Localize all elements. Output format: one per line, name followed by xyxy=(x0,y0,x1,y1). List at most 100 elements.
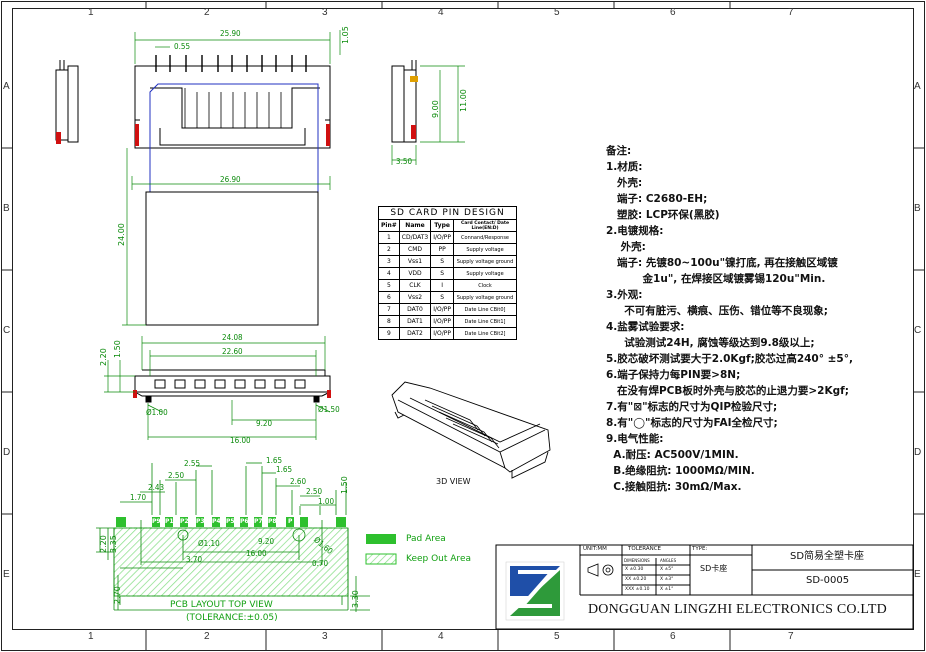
dim-pcb-a: 2.55 xyxy=(184,459,201,468)
title-block xyxy=(495,544,914,630)
pad-label-p2: P2 xyxy=(180,518,189,525)
dim-front-m2: 16.00 xyxy=(230,436,251,445)
dim-pcb-r: 3.30 xyxy=(351,590,360,608)
note-line: 备注: xyxy=(606,145,632,157)
top-view-dims xyxy=(122,30,341,326)
pin-table-cell: CLK xyxy=(398,279,432,292)
type-label: TYPE: xyxy=(692,546,708,552)
grid-col-1-bottom: 1 xyxy=(88,631,94,642)
grid-row-a: A xyxy=(3,81,10,92)
dim-pcb-g: 1.70 xyxy=(130,493,147,502)
three-d-view-label: 3D VIEW xyxy=(436,477,471,486)
dim-side-w: 3.50 xyxy=(396,157,413,166)
tol-header-angles: ANGLES xyxy=(660,558,677,563)
dim-pcb-c: 2.50 xyxy=(168,471,185,480)
dim-side-h2: 9.00 xyxy=(431,100,440,118)
grid-row-e-right: E xyxy=(914,569,921,580)
notes-block: 备注:1.材质: 外壳: 端子: C2680-EH; 塑胶: LCP环保(黑胶)… xyxy=(606,143,853,495)
ang-row-3: X ±1° xyxy=(660,587,674,592)
grid-col-3-bottom: 3 xyxy=(322,631,328,642)
pcb-tolerance-label: (TOLERANCE:±0.05) xyxy=(186,613,278,623)
note-line: 7.有"⊠"标志的尺寸为QIP检验尺寸; xyxy=(606,401,778,413)
dim-pcb-o: 2.20 xyxy=(99,535,108,553)
pcb-layout xyxy=(96,462,370,612)
pin-table-cell: Date Line CBit1] xyxy=(453,315,518,328)
grid-row-d: D xyxy=(3,447,11,458)
pin-table-cell: I xyxy=(430,279,455,292)
note-line: 外壳: xyxy=(606,241,646,253)
front-view xyxy=(133,369,331,403)
dim-pcb-l: 16.00 xyxy=(246,549,267,558)
left-side-view xyxy=(55,60,79,144)
tol-header-dimensions: DIMENSIONS xyxy=(624,558,650,563)
note-line: 4.盐雾试验要求: xyxy=(606,321,685,333)
tol-row-3: XXX ±0.10 xyxy=(625,587,650,592)
front-view-dims xyxy=(104,336,331,440)
grid-col-7: 7 xyxy=(788,7,794,18)
note-line: 不可有脏污、横痕、压伤、错位等不良现象; xyxy=(606,305,828,317)
dim-pcb-q: 2.70 xyxy=(113,586,122,604)
grid-col-3: 3 xyxy=(322,7,328,18)
pin-table-cell: 7 xyxy=(378,303,400,316)
grid-col-4: 4 xyxy=(438,7,444,18)
pin-table-cell: 3 xyxy=(378,255,400,268)
note-line: 塑胶: LCP环保(黑胶) xyxy=(606,209,720,221)
pin-table-cell: CD/DAT3 xyxy=(398,231,432,244)
pin-table-cell: PP xyxy=(430,243,455,256)
pin-table-header-cell: Card Contact/ Date Line(EN:D) xyxy=(453,219,518,232)
pin-table-header-cell: Pin# xyxy=(378,219,400,232)
pin-table-cell: S xyxy=(430,267,455,280)
dim-hole-d2: Ø1.50 xyxy=(318,405,340,414)
pin-table-title: SD CARD PIN DESIGN xyxy=(378,206,518,219)
ang-row-2: X ±3° xyxy=(660,577,674,582)
dim-pcb-i: 1.00 xyxy=(318,497,335,506)
pin-table-cell: I/O/PP xyxy=(430,327,455,340)
grid-row-a-right: A xyxy=(914,81,921,92)
pin-table-cell: Date Line CBit2] xyxy=(453,327,518,340)
dim-front-w2: 22.60 xyxy=(222,347,243,356)
pad-label-p8: P8 xyxy=(268,518,277,525)
top-view xyxy=(134,55,331,326)
dim-pcb-h: 2.50 xyxy=(306,487,323,496)
grid-col-6-bottom: 6 xyxy=(670,631,676,642)
grid-row-b-right: B xyxy=(914,203,921,214)
pin-table-cell: 9 xyxy=(378,327,400,340)
pin-table-cell: I/O/PP xyxy=(430,315,455,328)
legend-keep-swatch xyxy=(365,553,397,565)
pad-label-p3: P3 xyxy=(196,518,205,525)
dim-pcb-j: 1.50 xyxy=(340,476,349,494)
grid-row-c: C xyxy=(3,325,11,336)
dim-front-h2: 1.50 xyxy=(113,340,122,358)
inner-frame xyxy=(12,8,914,630)
three-d-view xyxy=(391,381,551,479)
legend-pad-swatch xyxy=(366,534,396,544)
product-name: SD简易全塑卡座 xyxy=(790,551,865,562)
pin-table-cell: Supply voltage ground xyxy=(453,255,518,268)
note-line: 外壳: xyxy=(606,177,643,189)
pad-label-p4: P4 xyxy=(212,518,221,525)
tol-row-2: XX ±0.20 xyxy=(625,577,647,582)
right-side-view xyxy=(391,60,418,143)
unit-label: UNIT:MM xyxy=(583,546,607,552)
pad-label-p9: P9 xyxy=(152,518,161,525)
pin-table-cell: DAT0 xyxy=(398,303,432,316)
grid-col-5-bottom: 5 xyxy=(554,631,560,642)
pad-label-p: P xyxy=(288,518,293,525)
dim-front-m1: 9.20 xyxy=(256,419,273,428)
grid-row-e: E xyxy=(3,569,10,580)
pin-table-cell: Supply voltage xyxy=(453,267,518,280)
side-view-dims xyxy=(391,65,465,165)
legend-pad-label: Pad Area xyxy=(406,534,446,544)
grid-col-1: 1 xyxy=(88,7,94,18)
ang-row-1: X ±5° xyxy=(660,567,674,572)
pcb-view-label: PCB LAYOUT TOP VIEW xyxy=(170,600,273,610)
dim-body-width: 26.90 xyxy=(220,175,241,184)
pin-table-cell: 2 xyxy=(378,243,400,256)
note-line: 在没有焊PCB板时外壳与胶芯的止退力要>2Kgf; xyxy=(606,385,849,397)
grid-col-4-bottom: 4 xyxy=(438,631,444,642)
